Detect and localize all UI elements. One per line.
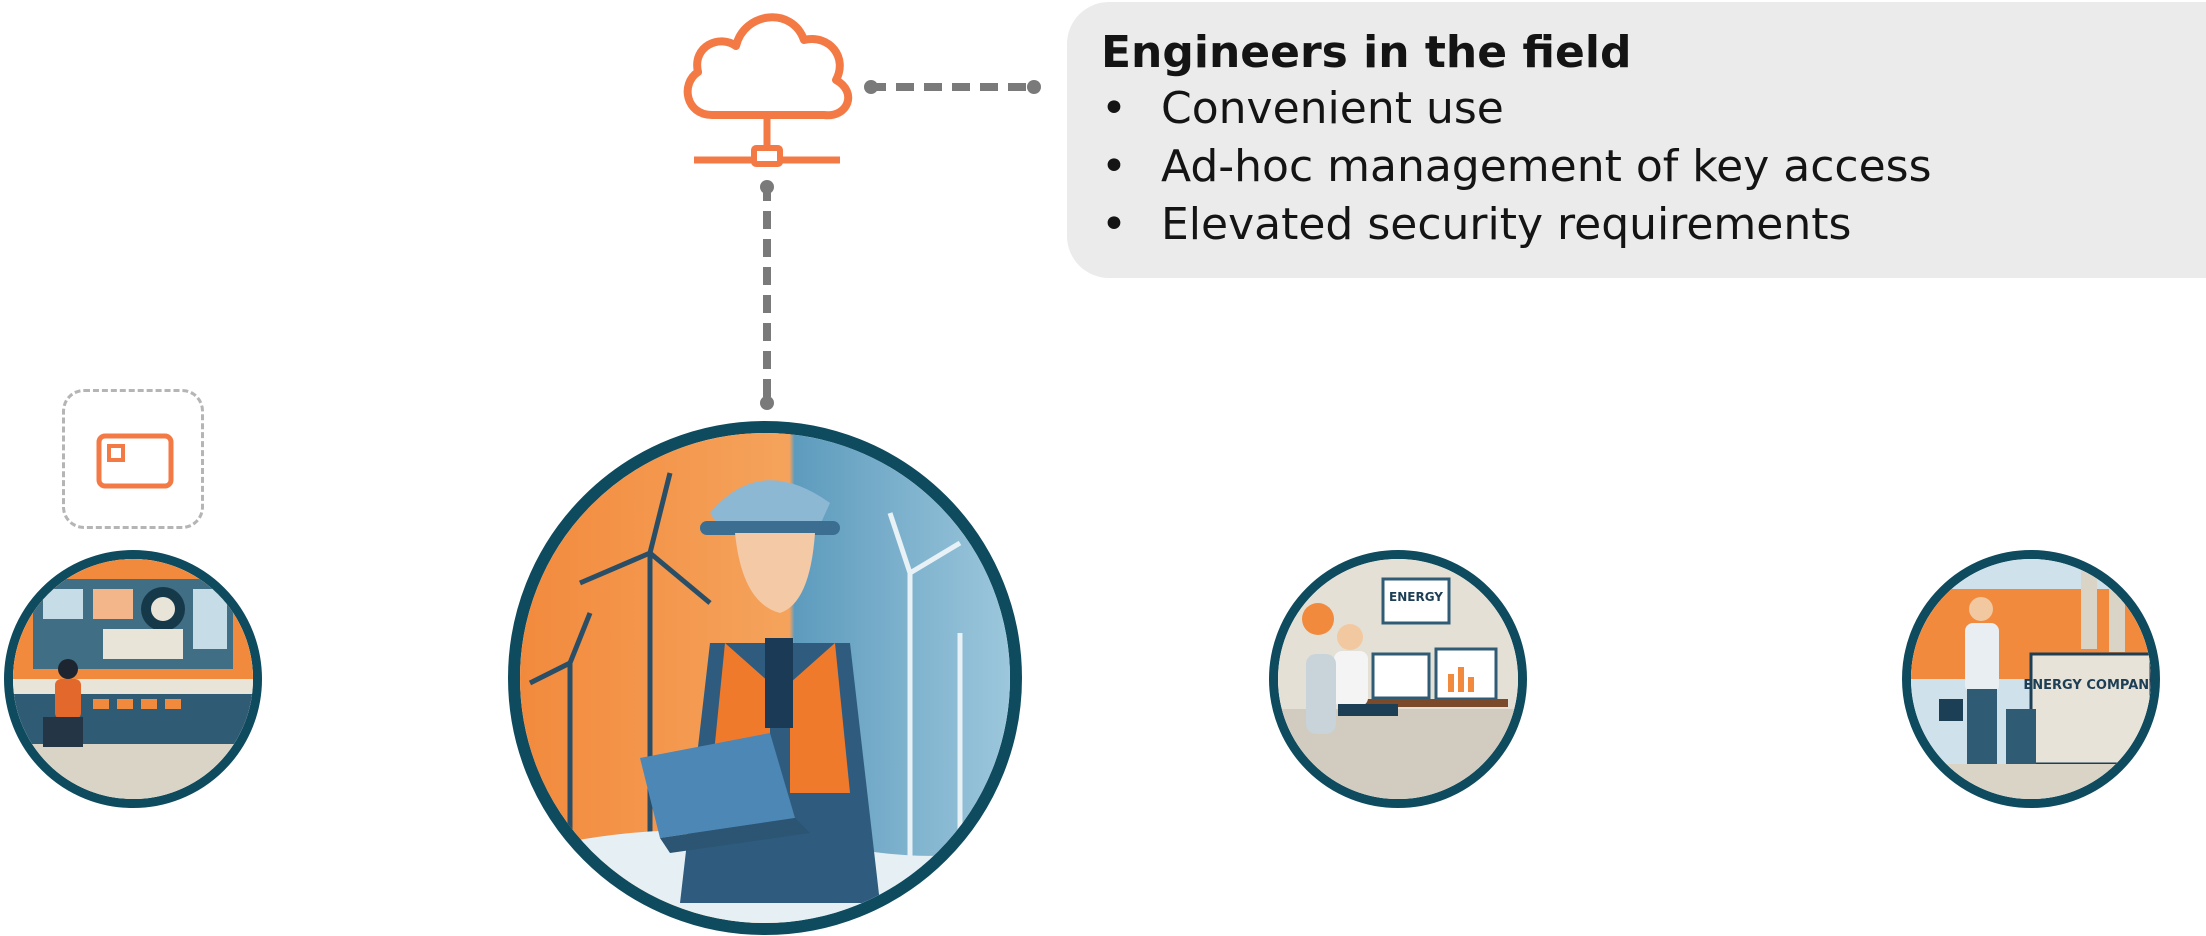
requirements-list: • Convenient use • Ad-hoc management of ke… (1101, 80, 2206, 254)
home-office-illustration[interactable]: ENERGY (1269, 550, 1527, 808)
connector-dot (864, 80, 878, 94)
energy-company-illustration[interactable]: ENERGY COMPANY (1902, 550, 2160, 808)
bullet: • (1101, 141, 1127, 192)
control-room-illustration[interactable] (4, 550, 262, 808)
key-card-box[interactable] (62, 389, 204, 529)
connector-vertical (763, 183, 771, 409)
list-item-text: Ad-hoc management of key access (1161, 141, 1932, 192)
company-sign-text: ENERGY COMPANY (2023, 678, 2151, 693)
list-item: • Convenient use (1101, 80, 2206, 138)
callout-panel: Engineers in the field • Convenient use •… (1067, 2, 2206, 278)
list-item: • Elevated security requirements (1101, 196, 2206, 254)
field-engineer-illustration[interactable] (508, 421, 1022, 935)
bullet: • (1101, 83, 1127, 134)
connector-horizontal (868, 83, 1036, 91)
key-card-icon (96, 433, 174, 489)
energy-sign-text: ENERGY (1389, 590, 1443, 604)
connector-dot (760, 396, 774, 410)
bullet: • (1101, 199, 1127, 250)
connector-dot (1027, 80, 1041, 94)
list-item-text: Convenient use (1161, 83, 1504, 134)
list-item: • Ad-hoc management of key access (1101, 138, 2206, 196)
connector-dot (760, 180, 774, 194)
callout-title: Engineers in the field (1101, 27, 1632, 78)
list-item-text: Elevated security requirements (1161, 199, 1852, 250)
cloud-network-icon (672, 0, 862, 175)
